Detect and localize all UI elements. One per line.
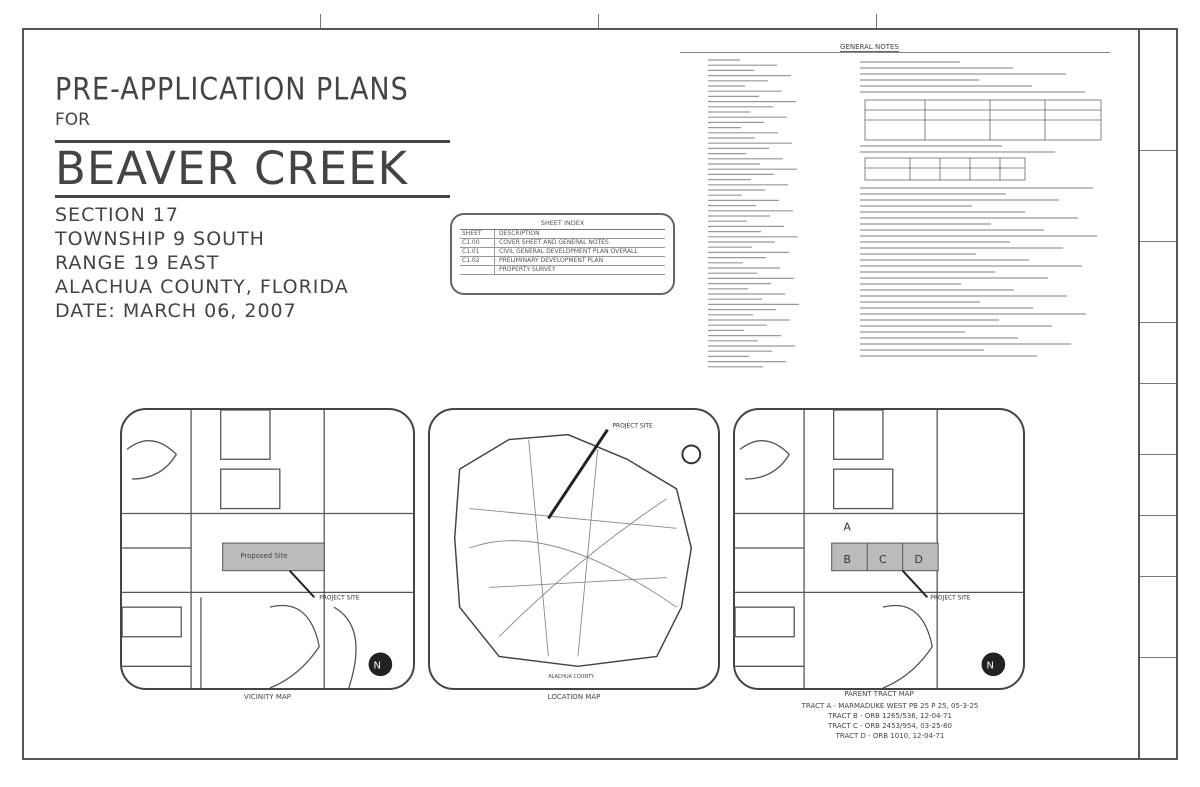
sheet-index: SHEET INDEX SHEET DESCRIPTION C1.00 COVER … — [450, 213, 675, 295]
north-arrow-icon — [981, 652, 1006, 677]
svg-text:A: A — [844, 520, 852, 533]
vicinity-map-drawing: Proposed Site PROJECT SITE N — [122, 410, 413, 688]
section: SECTION 17 — [55, 204, 179, 226]
tract-b: TRACT B - ORB 1265/536, 12-04-71 — [828, 712, 952, 720]
svg-text:PROJECT SITE: PROJECT SITE — [612, 424, 652, 430]
svg-text:D: D — [914, 553, 922, 566]
sheet-index-header: SHEET DESCRIPTION — [460, 230, 665, 239]
north-arrow-icon — [368, 652, 393, 677]
tract-d: TRACT D - ORB 1010, 12-04-71 — [835, 732, 945, 740]
title-block — [1140, 28, 1178, 760]
grid-tick — [598, 14, 599, 28]
sheet-number: C1.01 — [460, 248, 495, 256]
sheet-number — [460, 266, 495, 274]
svg-text:N: N — [986, 660, 993, 671]
project-site-parcel — [222, 542, 325, 572]
parent-tract-map-drawing: A B C D PROJECT SITE N — [735, 410, 1023, 688]
svg-text:C: C — [879, 553, 887, 566]
parent-tract-map-caption: PARENT TRACT MAP — [844, 690, 914, 698]
parent-tract-map: A B C D PROJECT SITE N — [733, 408, 1025, 690]
date: DATE: MARCH 06, 2007 — [55, 300, 297, 322]
grid-tick — [876, 14, 877, 28]
grid-tick — [320, 14, 321, 28]
svg-text:PROJECT SITE: PROJECT SITE — [319, 595, 359, 601]
sheet-index-title: SHEET INDEX — [460, 219, 665, 230]
table-row: PROPERTY SURVEY — [460, 266, 665, 275]
svg-text:ALACHUA COUNTY: ALACHUA COUNTY — [548, 674, 594, 680]
header-description: DESCRIPTION — [499, 230, 540, 237]
sheet-description: PRELIMINARY DEVELOPMENT PLAN — [499, 257, 604, 264]
project-details: SECTION 17 TOWNSHIP 9 SOUTH RANGE 19 EAS… — [55, 203, 349, 323]
tract-a: TRACT A - MARMADUKE WEST PB 25 P 25, 05-… — [801, 702, 979, 710]
table-row: C1.00 COVER SHEET AND GENERAL NOTES — [460, 239, 665, 248]
vicinity-map-caption: VICINITY MAP — [244, 693, 291, 701]
svg-text:N: N — [373, 660, 380, 671]
sheet-number: C1.00 — [460, 239, 495, 247]
township: TOWNSHIP 9 SOUTH — [55, 228, 265, 250]
sheet-description: PROPERTY SURVEY — [499, 266, 556, 273]
north-arrow-icon — [681, 444, 702, 465]
general-notes-title: GENERAL NOTES — [840, 43, 899, 52]
location-map-caption: LOCATION MAP — [547, 693, 601, 701]
location-map-drawing: PROJECT SITE ALACHUA COUNTY — [453, 424, 702, 680]
general-notes-body — [708, 59, 1102, 368]
table-row: C1.02 PRELIMINARY DEVELOPMENT PLAN — [460, 257, 665, 266]
table-row: C1.01 CIVIL GENERAL DEVELOPMENT PLAN OVER… — [460, 248, 665, 257]
county-outline — [453, 433, 693, 668]
tract-list: TRACT A - MARMADUKE WEST PB 25 P 25, 05-… — [720, 701, 1060, 741]
sheet-description: COVER SHEET AND GENERAL NOTES — [499, 239, 609, 246]
vicinity-map: Proposed Site PROJECT SITE N — [120, 408, 415, 690]
notes-rule — [680, 52, 1110, 53]
sheet-number: C1.02 — [460, 257, 495, 265]
plan-title: PRE-APPLICATION PLANS — [55, 72, 409, 108]
sheet-description: CIVIL GENERAL DEVELOPMENT PLAN OVERALL — [499, 248, 638, 255]
drawing-border — [22, 28, 1140, 760]
range: RANGE 19 EAST — [55, 252, 220, 274]
svg-text:PROJECT SITE: PROJECT SITE — [930, 595, 970, 601]
svg-text:Proposed Site: Proposed Site — [240, 552, 287, 560]
plan-title-for: FOR — [55, 110, 90, 130]
tract-c: TRACT C - ORB 2453/954, 03-25-80 — [828, 722, 952, 730]
county: ALACHUA COUNTY, FLORIDA — [55, 276, 349, 298]
header-sheet: SHEET — [460, 230, 495, 238]
project-name: BEAVER CREEK — [55, 140, 450, 198]
svg-text:B: B — [844, 553, 851, 566]
location-map: PROJECT SITE ALACHUA COUNTY — [428, 408, 720, 690]
